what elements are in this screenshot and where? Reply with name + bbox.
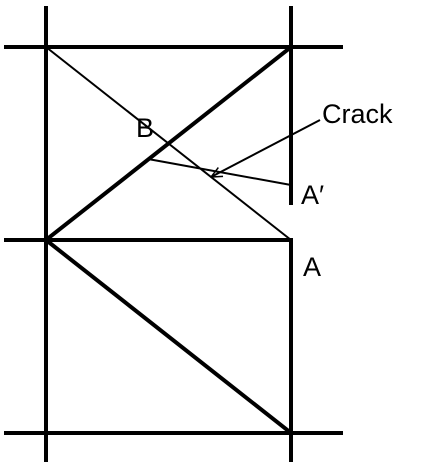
crack-arrow-icon — [211, 119, 321, 178]
label-point-a: A — [303, 252, 321, 282]
label-point-a-prime: A′ — [301, 180, 324, 210]
lower-diagonal-brace — [43, 237, 294, 436]
original-diagonal-line — [45, 46, 292, 241]
label-crack: Crack — [322, 99, 393, 129]
label-point-b: B — [136, 113, 154, 143]
